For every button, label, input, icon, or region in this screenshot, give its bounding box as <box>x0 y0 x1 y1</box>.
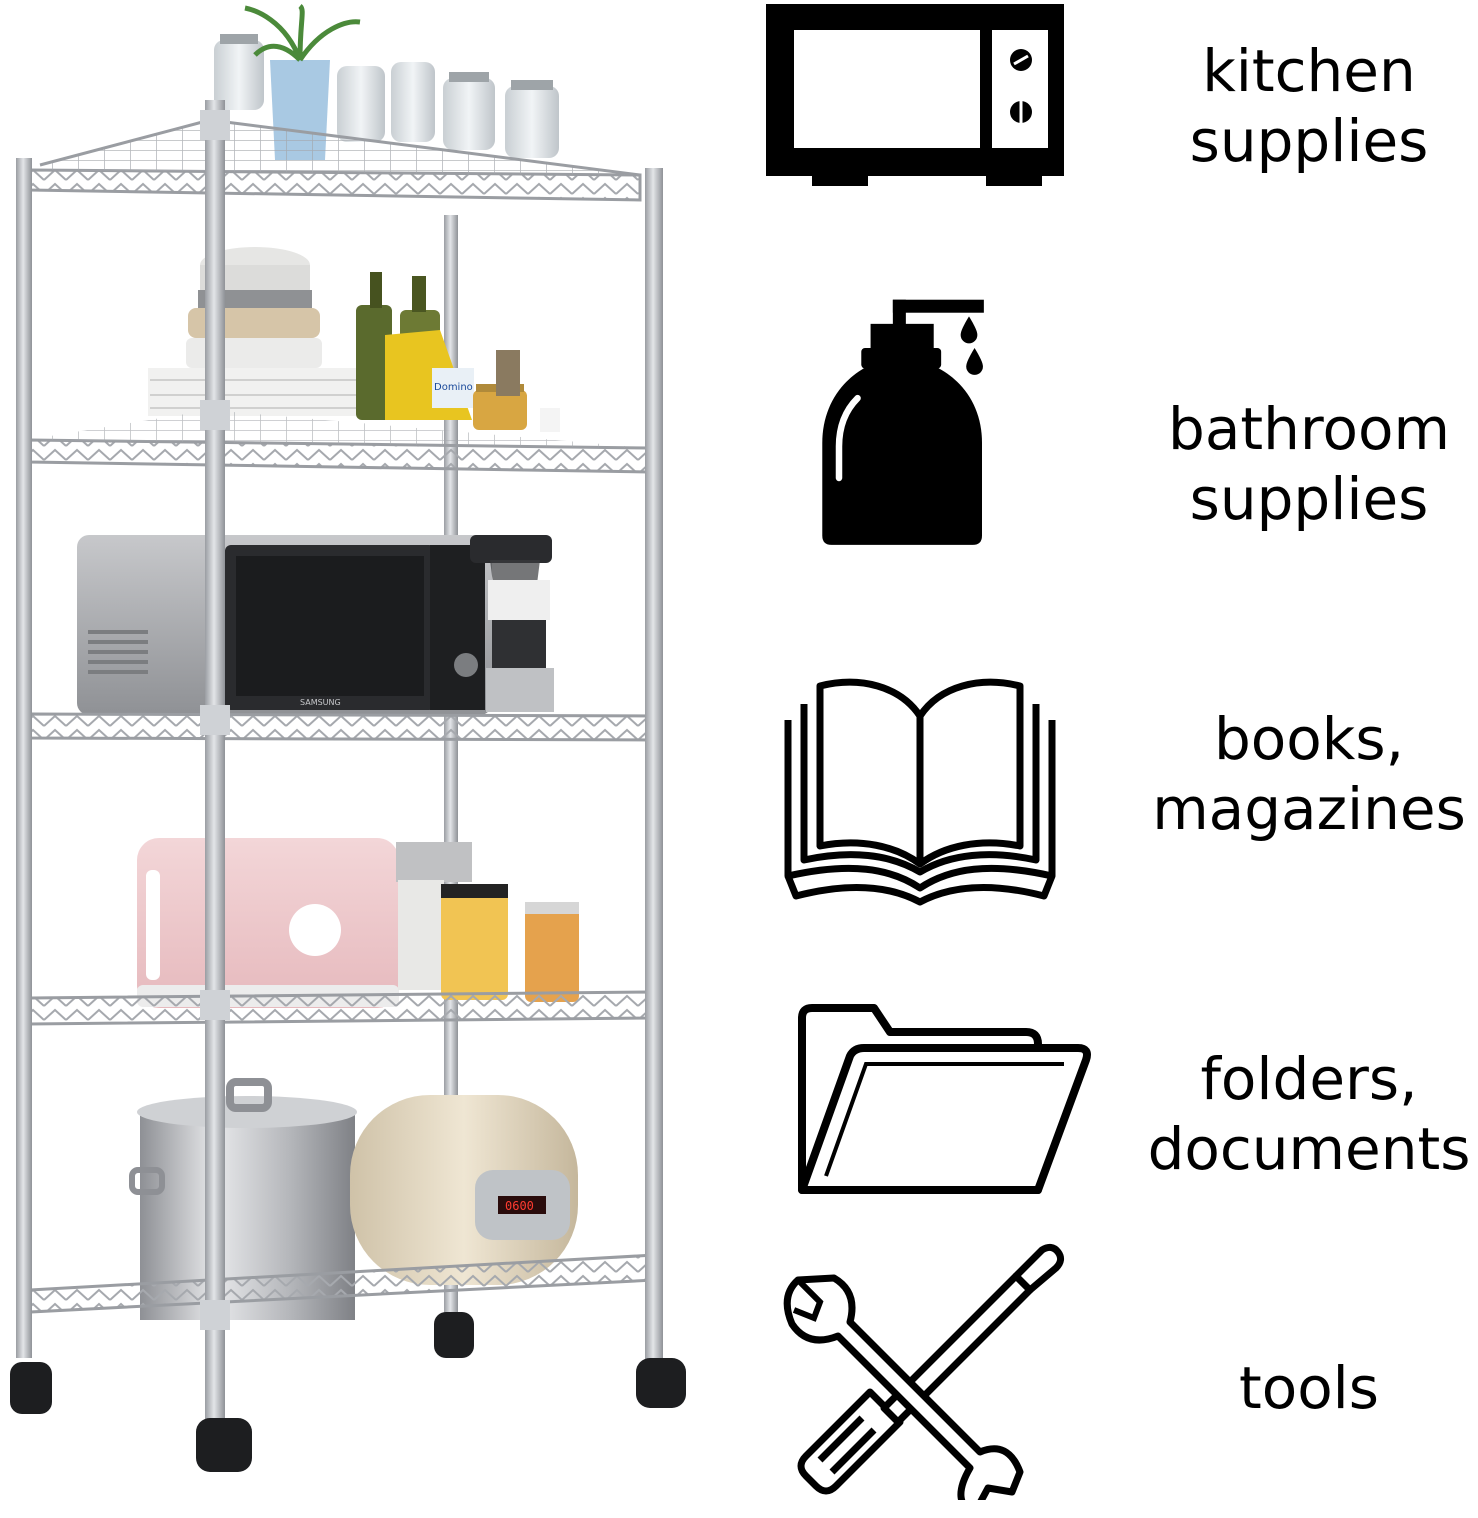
yellow-packet: Domino <box>385 330 474 420</box>
stacked-bowls-plates <box>148 247 358 416</box>
cookie-jar <box>525 902 579 1002</box>
label-kitchen-supplies: kitchen supplies <box>1140 0 1478 236</box>
microwave-appliance: SAMSUNG <box>77 535 492 715</box>
shelf-second: Domino <box>28 247 650 474</box>
rack-pole-back-right <box>444 215 458 1335</box>
label-tools: tools <box>1140 1258 1478 1518</box>
tools-icon <box>783 1243 1065 1500</box>
label-line: kitchen <box>1202 37 1416 105</box>
label-line: tools <box>1238 1354 1380 1422</box>
pink-bread-box <box>137 838 399 1008</box>
rack-pole-front-left <box>16 158 32 1358</box>
folder-icon <box>798 1004 1091 1194</box>
shelving-rack-photo: Domino SAMSUNG <box>10 4 686 1472</box>
salt-box-label: Domino <box>434 382 473 393</box>
shelf-bottom: 0600 <box>28 1078 657 1320</box>
rack-pole-front-right <box>645 168 663 1368</box>
label-line: supplies <box>1189 465 1429 533</box>
coffee-maker <box>470 535 554 712</box>
label-folders-documents: folders, documents <box>1140 984 1478 1244</box>
shelf-top <box>28 4 642 202</box>
pasta-jar <box>441 884 508 1000</box>
microwave-icon <box>766 4 1064 186</box>
label-line: supplies <box>1189 107 1429 175</box>
shelf-third: SAMSUNG <box>28 535 658 742</box>
label-line: documents <box>1147 1115 1471 1183</box>
use-row-books: books, magazines <box>760 676 1478 936</box>
open-book-icon <box>784 678 1056 906</box>
label-line: books, <box>1213 705 1405 773</box>
label-bathroom-supplies: bathroom supplies <box>1140 334 1478 594</box>
stacked-containers <box>396 842 472 990</box>
label-line: folders, <box>1200 1045 1418 1113</box>
rice-cooker-display: 0600 <box>505 1199 534 1213</box>
rice-cooker: 0600 <box>350 1095 578 1285</box>
label-books-magazines: books, magazines <box>1140 644 1478 904</box>
glass-jars <box>214 34 559 158</box>
soap-dispenser-icon <box>822 299 984 545</box>
use-row-bathroom: bathroom supplies <box>760 296 1478 556</box>
shelf-fourth <box>28 838 652 1026</box>
spice-jars <box>473 350 560 432</box>
microwave-brand: SAMSUNG <box>300 698 341 707</box>
use-row-folders: folders, documents <box>760 1000 1478 1260</box>
use-row-kitchen: kitchen supplies <box>760 0 1478 260</box>
caster-wheels <box>10 1312 686 1472</box>
rack-pole-front-mid <box>205 100 225 1420</box>
label-line: bathroom <box>1168 395 1450 463</box>
use-row-tools: tools <box>760 1240 1478 1500</box>
label-line: magazines <box>1152 775 1466 843</box>
